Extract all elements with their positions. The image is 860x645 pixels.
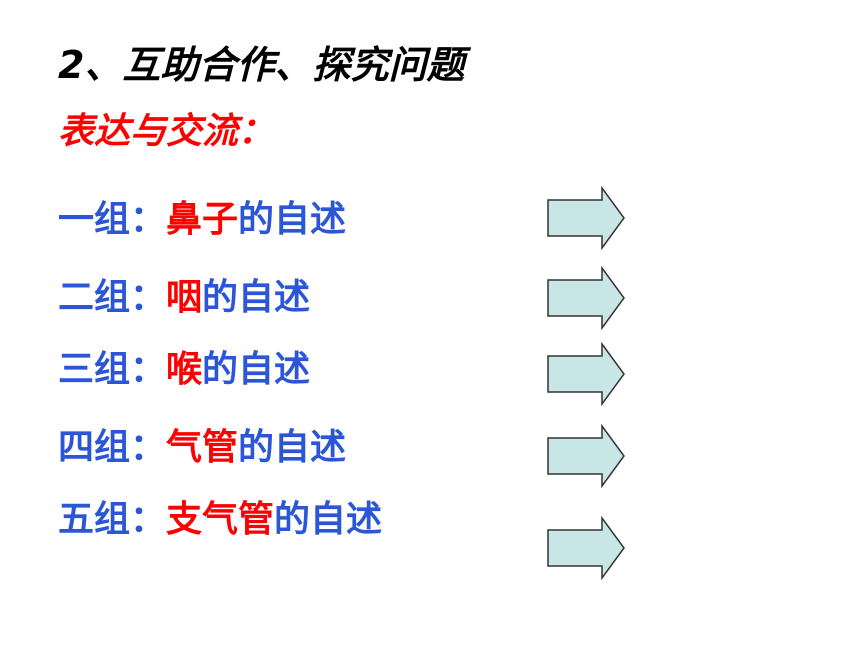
group-suffix: 的自述 — [238, 199, 347, 240]
group-row-2: 二组：咽的自述 — [58, 276, 310, 320]
section-subtitle: 表达与交流： — [58, 111, 275, 152]
organ-name: 支气管 — [166, 499, 275, 540]
group-label: 二组： — [58, 277, 167, 318]
organ-name: 咽 — [166, 277, 203, 318]
group-suffix: 的自述 — [202, 277, 311, 318]
group-suffix: 的自述 — [202, 349, 311, 390]
right-arrow-icon[interactable] — [546, 342, 626, 406]
group-row-1: 一组：鼻子的自述 — [58, 198, 346, 242]
group-suffix: 的自述 — [274, 499, 383, 540]
right-arrow-icon[interactable] — [546, 266, 626, 330]
group-label: 三组： — [58, 349, 167, 390]
page-title: 2、互助合作、探究问题 — [58, 43, 465, 87]
group-label: 四组： — [58, 427, 167, 468]
right-arrow-icon[interactable] — [546, 516, 626, 580]
organ-name: 鼻子 — [166, 199, 239, 240]
organ-name: 喉 — [166, 349, 203, 390]
group-row-4: 四组：气管的自述 — [58, 426, 346, 470]
group-label: 一组： — [58, 199, 167, 240]
group-row-5: 五组：支气管的自述 — [58, 498, 382, 542]
group-suffix: 的自述 — [238, 427, 347, 468]
right-arrow-icon[interactable] — [546, 186, 626, 250]
group-row-3: 三组：喉的自述 — [58, 348, 310, 392]
right-arrow-icon[interactable] — [546, 424, 626, 488]
organ-name: 气管 — [166, 427, 239, 468]
group-label: 五组： — [58, 499, 167, 540]
